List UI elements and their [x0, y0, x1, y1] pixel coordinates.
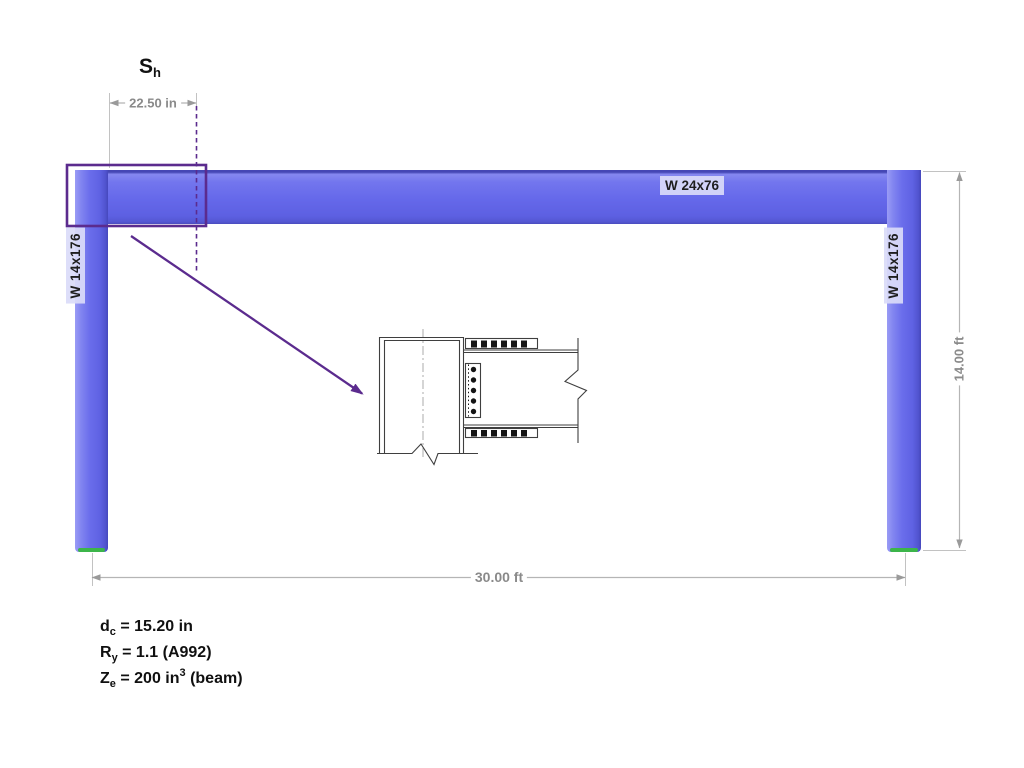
note-ze: Ze = 200 in3 (beam) — [100, 667, 243, 690]
engineering-notes: dc = 15.20 in Ry = 1.1 (A992) Ze = 200 i… — [100, 608, 243, 690]
beam-size-label: W 24x76 — [660, 176, 725, 195]
column-left-size-label: W 14x176 — [66, 228, 85, 304]
support-base-left — [78, 548, 105, 552]
detail-column-break — [377, 443, 478, 466]
dim-top-offset-value: 22.50 in — [125, 95, 181, 111]
detail-beam — [464, 338, 588, 443]
detail-shear-plate — [464, 362, 482, 419]
note-dc: dc = 15.20 in — [100, 618, 193, 638]
support-base-right — [890, 548, 918, 552]
connection-detail-drawing — [377, 329, 588, 466]
column-right-size-label: W 14x176 — [884, 228, 903, 304]
detail-callout — [65, 106, 364, 395]
detail-beam-break — [563, 338, 588, 443]
detail-top-flange-plate — [464, 337, 539, 350]
note-ry: Ry = 1.1 (A992) — [100, 644, 212, 664]
detail-callout-arrow — [130, 235, 364, 395]
detail-bottom-flange-plate — [464, 427, 539, 439]
sh-symbol-label: Sh — [139, 55, 161, 80]
frame-beam — [75, 170, 921, 224]
detail-column — [377, 336, 478, 466]
dim-span-value: 30.00 ft — [470, 569, 528, 585]
dim-story-height-value: 14.00 ft — [951, 332, 967, 386]
